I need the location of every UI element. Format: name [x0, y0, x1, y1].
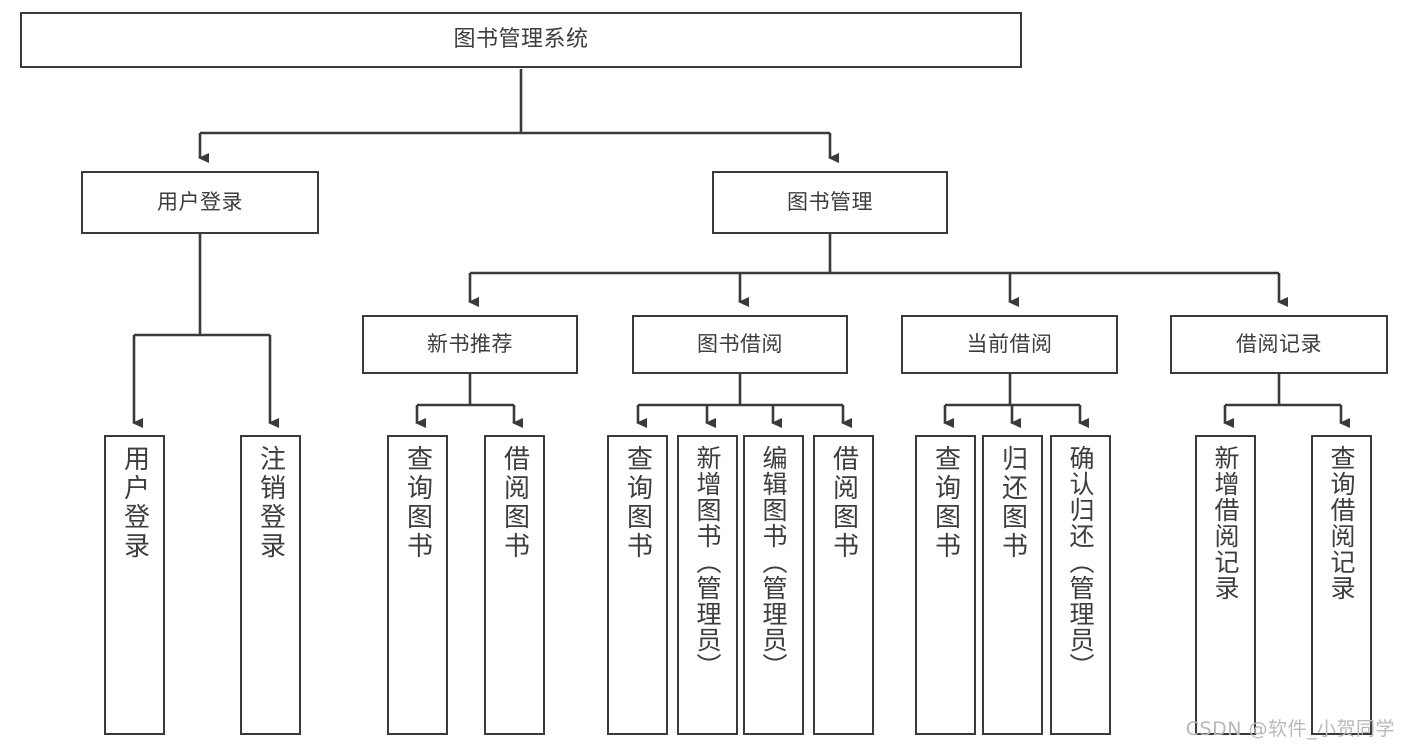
- leaf-new-book-query[interactable]: 查询图书: [387, 435, 448, 735]
- node-label: 注销登录: [255, 445, 286, 561]
- leaf-book-borrow-query[interactable]: 查询图书: [607, 435, 668, 735]
- leaf-borrow-record-query[interactable]: 查询借阅记录: [1311, 435, 1372, 735]
- node-new-book-recommend[interactable]: 新书推荐: [362, 315, 578, 374]
- leaf-new-book-borrow[interactable]: 借阅图书: [484, 435, 545, 735]
- node-label: 查询图书: [622, 445, 653, 561]
- node-label: 用户登录: [119, 445, 150, 561]
- node-label: 用户登录: [157, 190, 243, 215]
- node-borrow-record[interactable]: 借阅记录: [1170, 315, 1388, 374]
- node-label: 编辑图书（管理员）: [759, 445, 788, 679]
- node-label: 新书推荐: [427, 332, 513, 357]
- node-label: 借阅图书: [828, 445, 859, 561]
- node-book-management[interactable]: 图书管理: [712, 171, 948, 234]
- node-label: 图书借阅: [697, 332, 783, 357]
- leaf-current-borrow-confirm-return-admin[interactable]: 确认归还（管理员）: [1050, 435, 1111, 735]
- node-label: 图书管理系统: [453, 27, 589, 53]
- node-label: 查询图书: [930, 445, 961, 561]
- node-label: 新增借阅记录: [1211, 445, 1240, 601]
- node-book-borrow[interactable]: 图书借阅: [632, 315, 848, 374]
- node-label: 当前借阅: [966, 332, 1053, 357]
- leaf-user-login-signout[interactable]: 注销登录: [240, 435, 301, 735]
- node-label: 归还图书: [997, 445, 1028, 561]
- leaf-book-borrow-lend[interactable]: 借阅图书: [813, 435, 874, 735]
- node-label: 确认归还（管理员）: [1066, 445, 1095, 679]
- node-user-login[interactable]: 用户登录: [81, 171, 319, 234]
- node-label: 借阅图书: [499, 445, 530, 561]
- leaf-current-borrow-return[interactable]: 归还图书: [982, 435, 1043, 735]
- leaf-current-borrow-query[interactable]: 查询图书: [915, 435, 976, 735]
- node-root-book-management-system[interactable]: 图书管理系统: [20, 12, 1022, 68]
- node-label: 借阅记录: [1236, 332, 1322, 357]
- leaf-user-login-signin[interactable]: 用户登录: [104, 435, 165, 735]
- leaf-borrow-record-add[interactable]: 新增借阅记录: [1195, 435, 1256, 735]
- node-label: 图书管理: [787, 190, 873, 215]
- leaf-book-borrow-edit-admin[interactable]: 编辑图书（管理员）: [743, 435, 804, 735]
- node-label: 查询借阅记录: [1327, 445, 1356, 601]
- csdn-watermark: CSDN @软件_小贺同学: [1185, 718, 1395, 740]
- leaf-book-borrow-add-admin[interactable]: 新增图书（管理员）: [677, 435, 738, 735]
- node-label: 新增图书（管理员）: [693, 445, 722, 679]
- node-current-borrow[interactable]: 当前借阅: [901, 315, 1118, 374]
- node-label: 查询图书: [402, 445, 433, 561]
